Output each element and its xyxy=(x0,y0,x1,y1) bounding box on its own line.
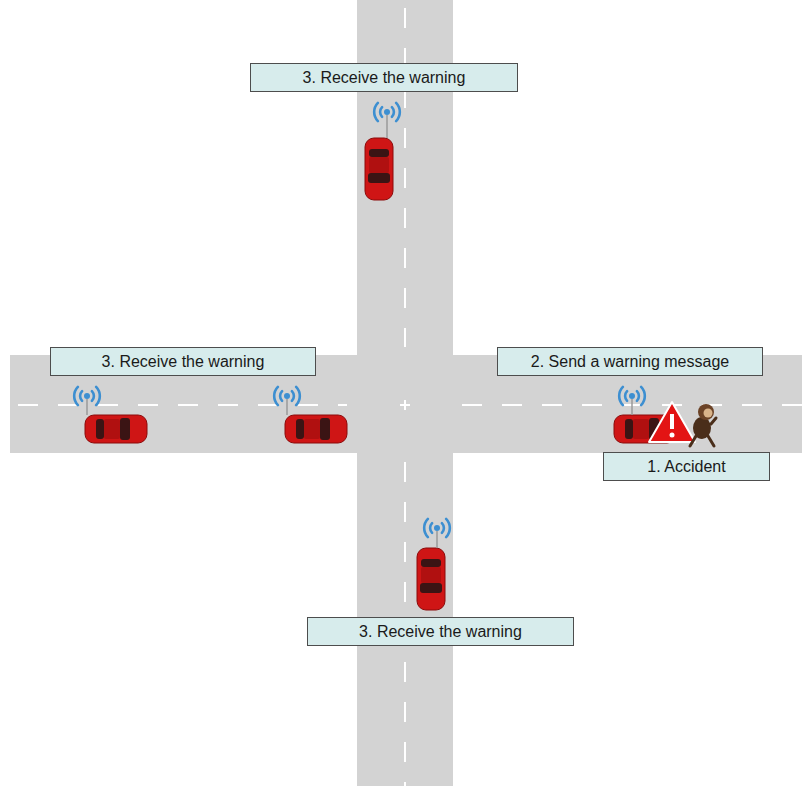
box-text: 3. Receive the warning xyxy=(102,352,265,371)
car xyxy=(285,415,347,443)
box-text: 1. Accident xyxy=(647,457,725,476)
car xyxy=(365,138,393,200)
warning-triangle xyxy=(649,402,695,442)
wireless-signal-icon xyxy=(274,387,300,415)
lane-markings xyxy=(18,8,802,786)
wireless-signal-icon xyxy=(619,387,645,415)
injured-pedestrian xyxy=(690,404,716,446)
box-text: 3. Receive the warning xyxy=(303,68,466,87)
label-box: 3. Receive the warning xyxy=(50,347,316,376)
label-box: 3. Receive the warning xyxy=(307,617,574,646)
car xyxy=(85,415,147,443)
label-box: 3. Receive the warning xyxy=(250,63,518,92)
wireless-signal-icon xyxy=(74,387,100,415)
wireless-signal-icon xyxy=(374,103,400,138)
box-text: 3. Receive the warning xyxy=(359,622,522,641)
wireless-signal-icon xyxy=(424,519,450,548)
label-box: 1. Accident xyxy=(603,452,770,481)
box-text: 2. Send a warning message xyxy=(531,352,729,371)
car xyxy=(417,548,445,610)
label-box: 2. Send a warning message xyxy=(497,347,763,376)
